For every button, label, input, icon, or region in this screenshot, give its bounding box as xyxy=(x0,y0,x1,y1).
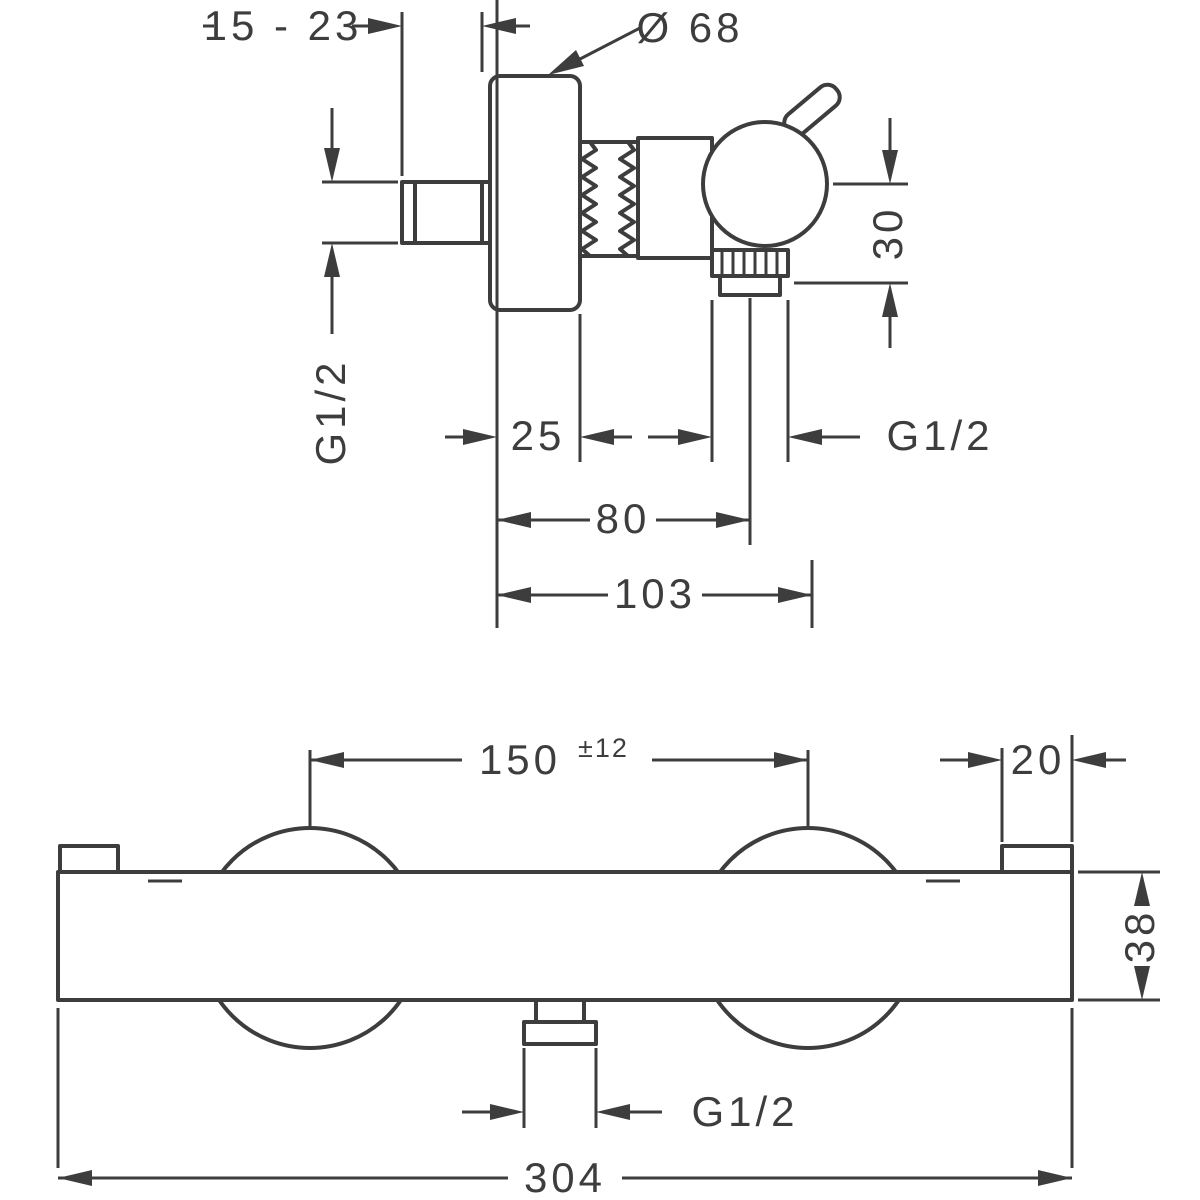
overall-depth-label: 103 xyxy=(614,570,696,617)
dim-escutcheon-diameter: Ø 68 xyxy=(548,4,743,75)
side-view: 15 - 23 Ø 68 G1/2 30 xyxy=(203,0,993,628)
dim-overall-depth: 103 xyxy=(497,560,814,628)
dim-outlet-drop: 30 xyxy=(794,118,911,348)
thermostat-handle xyxy=(701,120,829,248)
wall-distance-label: 15 - 23 xyxy=(204,2,363,49)
outlet-center-distance-label: 80 xyxy=(596,495,651,542)
dim-outlet-center-distance: 80 xyxy=(497,298,752,545)
inlet-thread-label: G1/2 xyxy=(307,358,354,465)
escutcheon xyxy=(488,74,582,312)
front-view: 150 ±12 20 38 G1 xyxy=(56,733,1163,1200)
outlet-thread-side-label: G1/2 xyxy=(886,412,993,459)
dim-outlet-thread-side: G1/2 xyxy=(648,300,993,462)
dim-inlet-thread: G1/2 xyxy=(307,108,398,466)
dim-overall-width: 304 xyxy=(56,1008,1074,1200)
dim-connection-centers: 150 ±12 xyxy=(308,733,810,826)
escutcheon-diameter-label: Ø 68 xyxy=(636,4,743,51)
knurled-nut xyxy=(580,140,636,258)
dim-outlet-thread-front: G1/2 xyxy=(462,1048,798,1135)
right-mount-tab xyxy=(1000,844,1074,874)
end-cap-width-label: 20 xyxy=(1011,736,1066,783)
wall-connection-pipe xyxy=(400,180,492,245)
dim-body-height: 38 xyxy=(1078,870,1163,1002)
valve-body xyxy=(636,136,714,260)
hose-outlet xyxy=(522,998,598,1046)
overall-width-label: 304 xyxy=(524,1154,606,1200)
left-mount-tab xyxy=(58,844,120,874)
body-height-label: 38 xyxy=(1116,909,1163,964)
outlet-drop-label: 30 xyxy=(864,206,911,261)
dim-end-cap-width: 20 xyxy=(940,735,1126,842)
dim-escutcheon-depth: 25 xyxy=(445,314,632,462)
connection-tolerance-label: ±12 xyxy=(578,733,629,763)
outlet-thread-front-label: G1/2 xyxy=(691,1088,798,1135)
dim-wall-distance: 15 - 23 xyxy=(203,2,530,176)
connection-centers-label: 150 xyxy=(479,736,561,783)
mixer-bar xyxy=(56,870,1074,1002)
outlet-connector xyxy=(710,248,790,297)
escutcheon-depth-label: 25 xyxy=(511,412,566,459)
